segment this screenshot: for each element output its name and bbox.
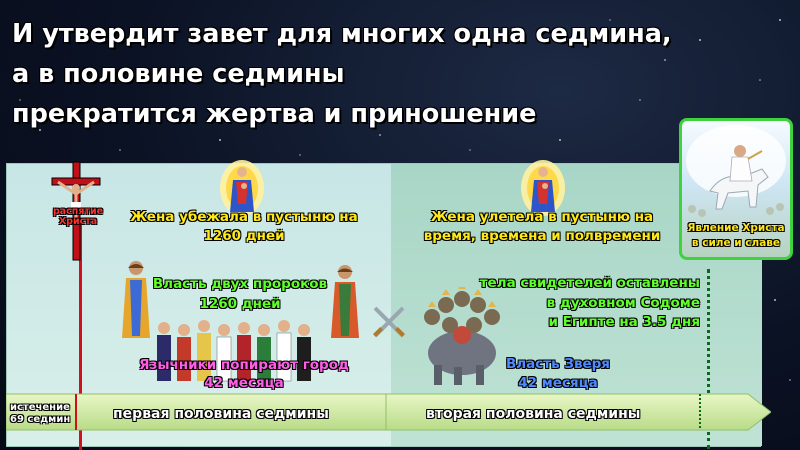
second-coming-line	[707, 269, 710, 449]
witnesses-line-3: и Египте на 3.5 дня	[548, 314, 700, 330]
people-group-icon	[157, 320, 311, 382]
second-coming-line-2: в силе и славе	[691, 237, 781, 249]
crossed-swords-icon	[373, 306, 405, 338]
headline-line-1: И утвердит завет для многих одна седмина…	[12, 19, 672, 49]
beast-line-1: Власть Зверя	[506, 356, 610, 372]
woman-fled-line-1: Жена убежала в пустыню на	[130, 209, 358, 225]
second-coming-label: Явление Христа в силе и славе	[682, 221, 790, 251]
start-label-line-2: 69 седмин	[10, 414, 71, 425]
rider-icon	[686, 125, 786, 217]
start-label-line-1: истечение	[10, 402, 70, 413]
start-label: истечение 69 седмин	[10, 402, 70, 426]
headline-line-3: прекратится жертва и приношение	[12, 99, 537, 129]
witnesses-line-1: тела свидетелей оставлены	[479, 275, 700, 291]
two-prophets-line-2: 1260 дней	[199, 296, 281, 312]
crucifixion-label-line-1: распятие	[52, 206, 104, 217]
second-half-label: вторая половина седмины	[426, 406, 641, 422]
crucifixion-label: распятие Христа	[48, 207, 108, 227]
prophet-icon	[331, 265, 359, 338]
two-prophets-label: Власть двух пророков 1260 дней	[150, 274, 330, 314]
timeline-arrow	[6, 393, 771, 431]
woman-flew-line-2: время, времена и полвремени	[423, 228, 661, 244]
woman-flew-label: Жена улетела в пустыню на время, времена…	[412, 208, 672, 246]
woman-flew-line-1: Жена улетела в пустыню на	[430, 209, 654, 225]
woman-fled-label: Жена убежала в пустыню на 1260 дней	[120, 208, 368, 246]
headline: И утвердит завет для многих одна седмина…	[12, 14, 772, 134]
first-half-label: первая половина седмины	[113, 406, 329, 422]
madonna-icon	[220, 160, 264, 216]
headline-line-2: а в половине седмины	[12, 59, 345, 89]
crucifixion-line	[79, 220, 82, 450]
beast-line-2: 42 месяца	[518, 375, 598, 391]
two-prophets-line-1: Власть двух пророков	[152, 276, 328, 292]
gentiles-label: Язычники попирают город 42 месяца	[130, 356, 358, 392]
beast-label: Власть Зверя 42 месяца	[500, 355, 616, 393]
prophet-icon	[122, 261, 150, 338]
gentiles-line-1: Язычники попирают город	[139, 357, 349, 373]
woman-fled-line-2: 1260 дней	[203, 228, 285, 244]
seven-headed-beast-icon	[424, 287, 500, 385]
crucifix-icon	[51, 161, 101, 261]
witnesses-label: тела свидетелей оставлены в духовном Сод…	[476, 274, 700, 333]
second-coming-card: Явление Христа в силе и славе	[679, 118, 793, 260]
madonna-icon	[521, 160, 565, 216]
crucifixion-label-line-2: Христа	[58, 216, 98, 227]
second-coming-line-1: Явление Христа	[687, 222, 785, 234]
gentiles-line-2: 42 месяца	[204, 375, 284, 391]
witnesses-line-2: в духовном Содоме	[546, 294, 700, 311]
